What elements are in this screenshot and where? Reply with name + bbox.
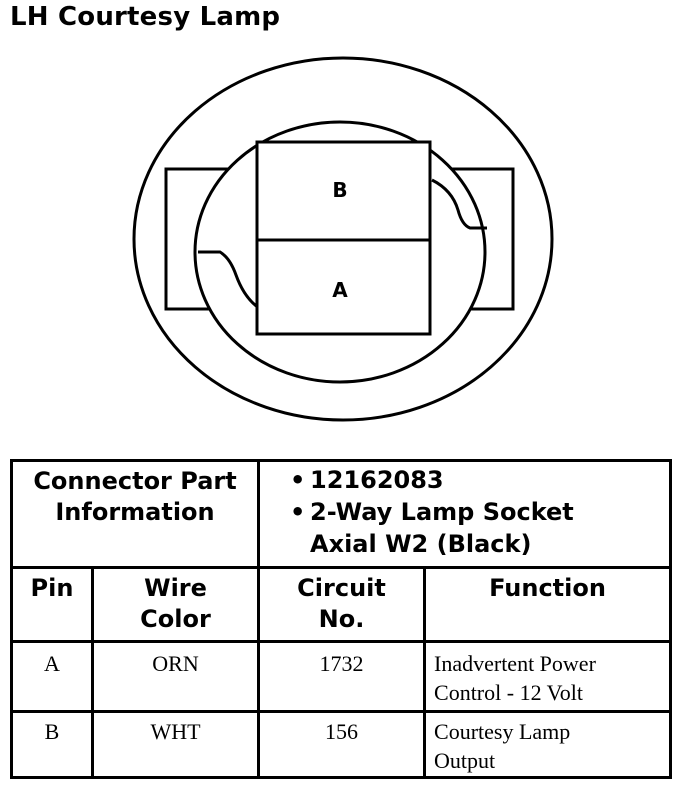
row-b-circuit: 156 [257,710,427,779]
pin-label-b: B [332,178,347,202]
column-header-circuit-line2: No. [318,605,365,633]
diagram-title: LH Courtesy Lamp [10,2,281,32]
column-header-circuit-line1: Circuit [297,574,386,602]
bullet-icon: • [290,498,306,526]
part-info-label-cell: Connector Part Information [9,459,261,569]
table-row: A ORN 1732 Inadvertent Power Control - 1… [10,640,673,713]
pin-label-a: A [332,278,348,302]
terminal-cavity-a [255,238,432,336]
connector-info-table: Connector Part Information •12162083 •2-… [9,459,673,779]
part-description-item: •2-Way Lamp Socket [290,496,669,528]
part-number: 12162083 [310,466,444,494]
column-header-wire-color-line2: Color [140,605,211,633]
row-a-function-line1: Inadvertent Power [434,651,596,676]
row-a-wire-color: ORN [90,640,261,713]
row-b-wire-color: WHT [90,710,261,779]
row-b-function-line1: Courtesy Lamp [434,719,571,744]
column-header-circuit: Circuit No. [257,566,427,643]
table-row: B WHT 156 Courtesy Lamp Output [10,710,673,779]
row-b-function-line2: Output [434,748,496,773]
left-tab-curve [198,250,263,312]
column-header-row: Pin Wire Color Circuit No. Function [10,566,673,643]
part-info-row: Connector Part Information •12162083 •2-… [9,459,673,569]
bullet-icon: • [290,466,306,494]
column-header-pin: Pin [10,566,94,643]
row-b-pin: B [10,710,94,779]
column-header-wire-color-line1: Wire [144,574,207,602]
part-info-label-line2: Information [55,498,215,526]
right-tab-curve [431,178,487,230]
terminal-cavity-b [255,140,432,242]
row-a-function-line2: Control - 12 Volt [434,680,583,705]
row-a-pin: A [10,640,94,713]
part-info-values-cell: •12162083 •2-Way Lamp Socket Axial W2 (B… [257,459,673,569]
outer-housing [132,56,554,422]
column-header-wire-color: Wire Color [90,566,261,643]
row-a-circuit: 1732 [257,640,427,713]
column-header-pin-label: Pin [30,574,74,602]
part-description-line1: 2-Way Lamp Socket [310,498,574,526]
row-b-function: Courtesy Lamp Output [423,710,673,779]
connector-face-drawing: B A [132,56,554,422]
row-a-function: Inadvertent Power Control - 12 Volt [423,640,673,713]
column-header-function: Function [423,566,673,643]
column-header-function-label: Function [489,574,606,602]
part-info-label-line1: Connector Part [33,467,237,495]
part-number-item: •12162083 [290,464,669,496]
part-description-line2: Axial W2 (Black) [310,530,532,558]
